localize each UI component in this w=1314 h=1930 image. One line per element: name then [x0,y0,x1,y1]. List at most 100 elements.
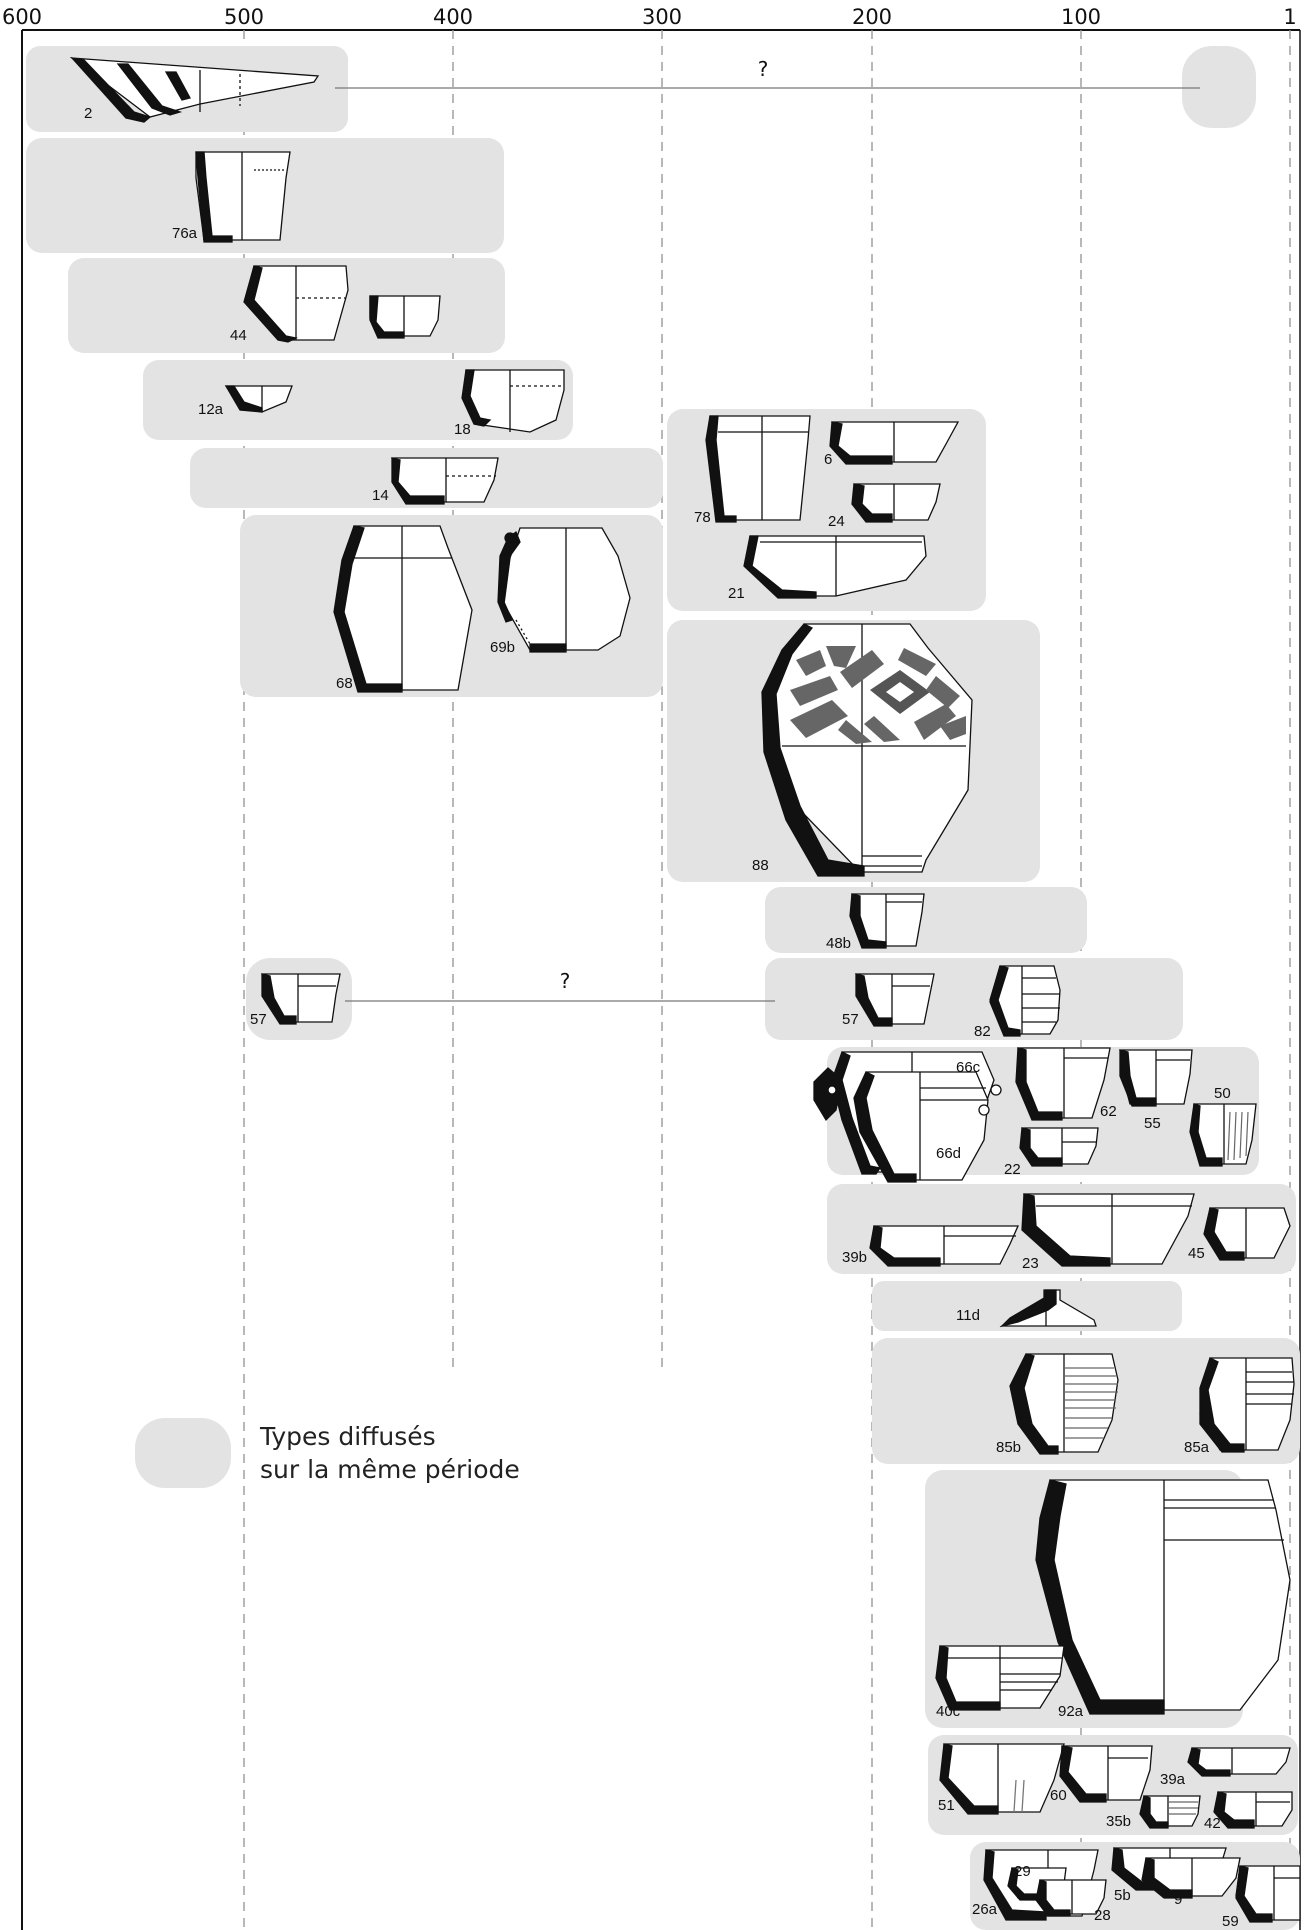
type-number-label: 45 [1188,1245,1205,1262]
tick-label: 100 [1061,5,1101,29]
type-number-label: 92a [1058,1703,1084,1720]
type-number-label: 62 [1100,1103,1117,1120]
type-number-label: 14 [372,487,389,504]
vessel-profile-type-66d [813,1067,1002,1183]
legend-label-line-1: Types diffusés [259,1422,436,1451]
type-number-label: 28 [1094,1907,1111,1924]
vessel-profile-type-11d [999,1289,1097,1328]
type-number-label: 26a [972,1901,998,1918]
type-number-label: 9 [1174,1891,1182,1908]
vessel-profile-type-85a [1199,1357,1295,1453]
type-number-label: 82 [974,1023,991,1040]
vessel-profile-type-62 [1015,1047,1111,1121]
uncertainty-mark: ? [560,969,571,993]
horizontal-groove-decoration [1064,1367,1118,1439]
vessel-profile-type-60 [1059,1745,1153,1803]
vessel-profile-type-85b [1009,1353,1119,1455]
vessel-profile-type-51 [939,1743,1065,1815]
type-number-label: 2 [84,105,92,122]
uncertainty-mark: ? [758,57,769,81]
type-number-label: 88 [752,857,769,874]
vessel-profile-type-28 [1035,1879,1107,1917]
legend: Types diffusés sur la même période [135,1418,520,1488]
type-number-label: 24 [828,513,845,530]
band-type-48b [765,887,1087,953]
tick-label: 1 [1283,5,1296,29]
type-number-label: 39a [1160,1771,1186,1788]
vessel-profile-type-44 [243,265,441,343]
vessel-profile-type-68 [333,525,473,693]
legend-label-line-2: sur la même période [260,1455,520,1484]
vessel-profile-type-18 [461,369,565,433]
vessel-profile-type-24 [851,483,941,523]
type-number-label: 21 [728,585,745,602]
vessel-profile-type-92a [1035,1479,1291,1715]
type-number-label: 66c [956,1059,981,1076]
type-number-label: 60 [1050,1787,1067,1804]
type-number-label: 35b [1106,1813,1131,1830]
vessel-profile-type-12a [224,385,293,413]
type-number-label: 44 [230,327,247,344]
vessel-profile-type-2 [69,57,320,123]
band-type-2-late [1182,46,1256,128]
tick-label: 600 [2,5,42,29]
type-number-label: 22 [1004,1161,1021,1178]
tick-label: 500 [224,5,264,29]
type-number-label: 6 [824,451,832,468]
vessel-profile-type-6 [829,421,960,465]
tick-label: 200 [852,5,892,29]
vessel-profile-type-42 [1213,1791,1293,1829]
type-number-label: 55 [1144,1115,1161,1132]
vessel-profile-type-14 [391,457,499,505]
vessel-profile-type-22 [1019,1127,1099,1167]
tick-label: 400 [433,5,473,29]
type-number-label: 59 [1222,1913,1239,1930]
tick-label: 300 [642,5,682,29]
type-number-label: 42 [1204,1815,1221,1832]
type-number-label: 68 [336,675,353,692]
type-number-label: 51 [938,1797,955,1814]
type-number-label: 57 [842,1011,859,1028]
vessel-profile-type-45 [1203,1207,1291,1261]
type-number-label: 23 [1022,1255,1039,1272]
vessel-profile-type-48b [849,893,925,949]
type-number-label: 40c [936,1703,961,1720]
type-number-label: 57 [250,1011,267,1028]
type-number-label: 78 [694,509,711,526]
vessel-profile-type-39a [1187,1747,1291,1777]
type-number-label: 50 [1214,1085,1231,1102]
axis-tick-labels: 600 500 400 300 200 100 1 [2,5,1297,29]
type-number-label: 76a [172,225,198,242]
type-number-label: 18 [454,421,471,438]
vessel-profile-type-23 [1021,1193,1195,1267]
type-number-label: 48b [826,935,851,952]
vessel-profile-type-39b [869,1225,1020,1267]
vessel-profile-type-21 [743,535,927,599]
band-type-11d [872,1281,1182,1331]
legend-swatch [135,1418,231,1488]
vessel-profile-type-57-late [855,973,935,1027]
type-number-label: 39b [842,1249,867,1266]
type-number-label: 69b [490,639,515,656]
vessel-profile-type-78 [705,415,811,523]
type-number-labels: 2 76a 44 12a 18 14 78 6 24 21 68 69b 88 … [84,105,1239,1930]
vessel-profile-type-35b [1139,1795,1201,1829]
type-number-label: 5b [1114,1887,1131,1904]
type-number-label: 29 [1014,1863,1031,1880]
vessel-profile-type-9 [1141,1857,1241,1899]
vessel-profile-type-40c [935,1645,1065,1711]
vessel-profile-type-57-early [261,973,341,1025]
chevron-decoration-band [790,646,966,744]
vessel-profile-type-88 [761,623,973,877]
vessel-profile-type-55 [1119,1049,1193,1107]
vertical-striation-decoration [1227,1111,1249,1161]
type-number-label: 66d [936,1145,961,1162]
type-number-label: 85b [996,1439,1021,1456]
vessel-profile-type-76a [195,151,291,243]
type-number-label: 11d [956,1307,980,1324]
vessel-profile-type-59 [1235,1865,1301,1923]
type-number-label: 85a [1184,1439,1210,1456]
type-number-label: 12a [198,401,224,418]
vessel-profile-type-82 [989,965,1061,1037]
